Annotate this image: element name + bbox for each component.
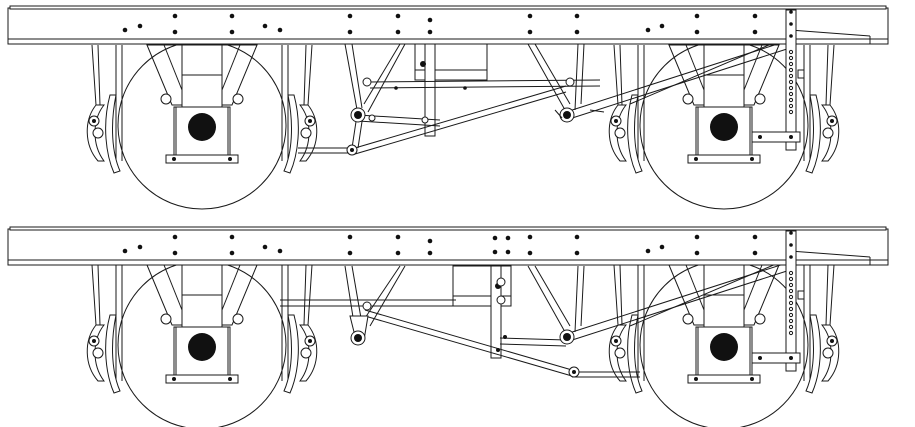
solebar-upper [7,5,889,45]
solebar-lower [7,226,889,266]
chassis-elevation-lower [7,226,889,427]
wheelset-left [86,260,318,427]
wheelset-left [86,40,318,210]
brake-rigging [280,258,790,377]
chassis-elevation-upper [7,5,889,210]
wheelset-right [608,40,840,210]
brake-rigging [298,36,790,155]
